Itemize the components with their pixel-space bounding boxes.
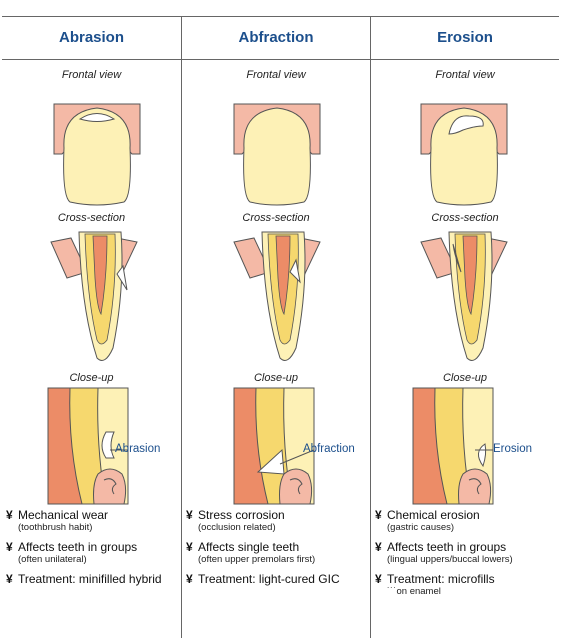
gum-tissue	[458, 468, 492, 505]
column-divider	[370, 16, 371, 638]
note-item: ¥ Mechanical wear (toothbrush habit)	[6, 508, 179, 534]
closeup-label: Close-up	[442, 372, 488, 384]
header-divider	[2, 59, 559, 60]
notes-list: ¥ Chemical erosion (gastric causes) ¥ Affe…	[375, 508, 557, 604]
gum-detail	[289, 478, 303, 495]
note-text: Chemical erosion	[387, 508, 480, 522]
cross-section-label: Cross-section	[431, 212, 499, 224]
cross-section-figure	[420, 231, 508, 361]
frontal-view-figure	[53, 103, 141, 206]
note-item: ¥ Affects teeth in groups (lingual uppers…	[375, 540, 557, 566]
comparison-table: Abrasion Frontal view Cross-section Clos…	[2, 16, 559, 638]
cross-section-figure	[50, 231, 138, 361]
gum-detail	[103, 478, 117, 495]
gum-tissue	[279, 468, 313, 505]
pulp	[275, 235, 291, 316]
lesion-shape	[256, 448, 285, 475]
note-item: ¥ Affects teeth in groups (often unilater…	[6, 540, 179, 566]
note-text: Stress corrosion	[198, 508, 285, 522]
closeup-figure	[412, 387, 494, 505]
closeup-label: Close-up	[253, 372, 299, 384]
note-item: ¥ Chemical erosion (gastric causes)	[375, 508, 557, 534]
column-title: Abrasion	[58, 29, 124, 46]
note-item: ¥ Affects single teeth (often upper premo…	[186, 540, 368, 566]
lesion-shape	[452, 243, 462, 273]
notes-list: ¥ Stress corrosion (occlusion related) ¥ A…	[186, 508, 368, 592]
note-subtext: (occlusion related)	[198, 522, 276, 533]
note-text: Mechanical wear	[18, 508, 109, 522]
note-item: ¥ Treatment: minifilled hybrid	[6, 572, 179, 586]
cross-section-figure	[233, 231, 321, 361]
note-text: Treatment: microfills	[387, 572, 495, 586]
note-item: ¥ Stress corrosion (occlusion related)	[186, 508, 368, 534]
frontal-view-label: Frontal view	[435, 69, 495, 81]
bullet: ¥	[6, 572, 13, 586]
column-abfraction: Abfraction Frontal view Cross-section Cl…	[182, 16, 370, 638]
bullet: ¥	[375, 572, 382, 586]
note-text: Affects teeth in groups	[387, 540, 507, 554]
column-title: Abfraction	[238, 29, 314, 46]
gum-detail	[468, 478, 482, 495]
frontal-view-label: Frontal view	[246, 69, 306, 81]
note-text: Treatment: minifilled hybrid	[18, 572, 162, 586]
note-text: Affects teeth in groups	[18, 540, 138, 554]
lesion-label: Abrasion	[115, 443, 161, 455]
bullet: ¥	[186, 572, 193, 586]
closeup-figure	[233, 387, 315, 505]
gum-tissue	[93, 468, 127, 505]
table-top-border	[2, 16, 559, 17]
closeup-figure	[47, 387, 129, 505]
lesion-shape	[448, 115, 484, 135]
tooth-crown	[243, 107, 311, 206]
bullet: ¥	[186, 508, 193, 522]
column-abrasion: Abrasion Frontal view Cross-section Clos…	[2, 16, 181, 638]
bullet: ¥	[375, 540, 382, 554]
lesion-shape	[78, 113, 116, 122]
pulp	[462, 235, 478, 316]
lesion-shape	[101, 431, 115, 459]
bullet: ¥	[375, 508, 382, 522]
note-subtext: (lingual uppers/buccal lowers)	[387, 554, 513, 565]
note-subtext: (often upper premolars first)	[198, 554, 316, 565]
frontal-view-figure	[233, 103, 321, 206]
note-subtext: (gastric causes)	[387, 522, 455, 533]
note-subtext: (toothbrush habit)	[18, 522, 93, 533]
tooth-crown	[430, 107, 498, 206]
note-subtext: (often unilateral)	[18, 554, 87, 565]
note-text: Affects single teeth	[198, 540, 300, 554]
pulp	[92, 235, 108, 316]
column-title: Erosion	[437, 29, 493, 46]
cross-section-label: Cross-section	[57, 212, 126, 224]
frontal-view-figure	[420, 103, 508, 206]
lesion-label: Abfraction	[303, 443, 355, 455]
bullet: ¥	[6, 540, 13, 554]
column-erosion: Erosion Frontal view Cross-section Close…	[371, 16, 559, 638]
note-item: ¥ Treatment: microfills ˙˙˙on enamel	[375, 572, 557, 598]
lesion-label: Erosion	[493, 443, 532, 455]
note-subtext: ˙˙˙on enamel	[387, 586, 441, 597]
frontal-view-label: Frontal view	[61, 69, 122, 81]
bullet: ¥	[6, 508, 13, 522]
tooth-crown	[63, 107, 131, 206]
cross-section-label: Cross-section	[242, 212, 310, 224]
note-text: Treatment: light-cured GIC	[198, 572, 340, 586]
lesion-shape	[116, 264, 128, 291]
column-divider	[181, 16, 182, 638]
notes-list: ¥ Mechanical wear (toothbrush habit) ¥ Aff…	[6, 508, 179, 592]
closeup-label: Close-up	[69, 372, 114, 384]
note-item: ¥ Treatment: light-cured GIC	[186, 572, 368, 586]
lesion-shape	[289, 258, 301, 284]
leader-line	[279, 449, 315, 465]
bullet: ¥	[186, 540, 193, 554]
